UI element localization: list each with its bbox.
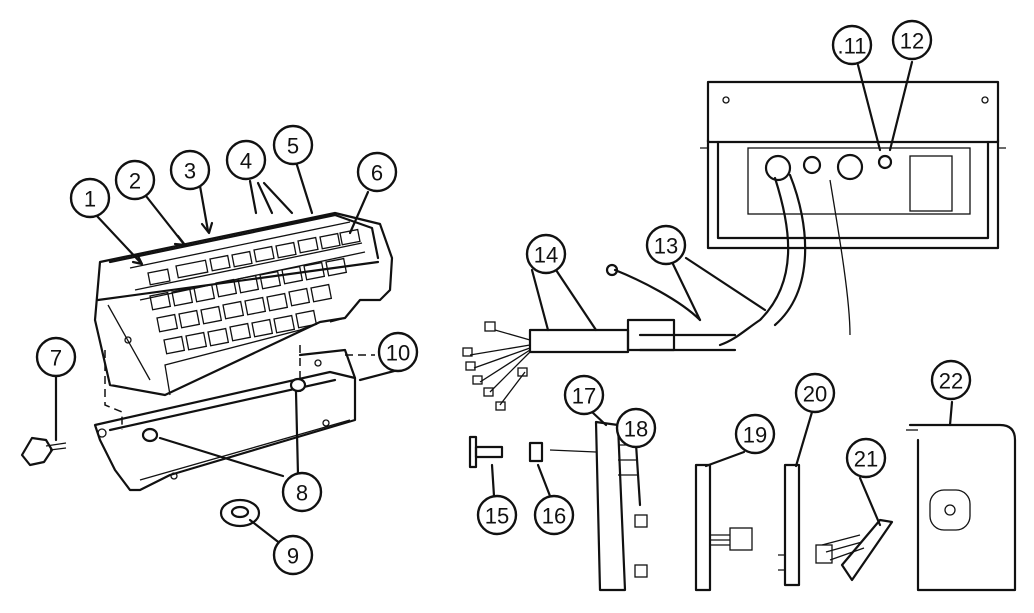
callout-label: 15 xyxy=(485,504,509,529)
callout-circle xyxy=(930,359,972,401)
callout-circle xyxy=(645,224,687,266)
callout-label: 5 xyxy=(287,134,299,159)
callout-circle xyxy=(225,139,267,181)
callout-label: 6 xyxy=(371,161,383,186)
callout-label: 7 xyxy=(50,346,62,371)
callout-circle xyxy=(272,124,314,166)
callout-label: 16 xyxy=(542,504,566,529)
callout-circle xyxy=(356,151,398,193)
part-15 xyxy=(468,435,504,469)
callout-circle xyxy=(615,407,657,449)
part-22 xyxy=(906,423,1017,592)
console-keypad xyxy=(93,211,394,397)
callout-9: 9 xyxy=(272,534,314,576)
callout-1: 1 xyxy=(69,177,111,219)
callout-circle xyxy=(831,24,873,66)
part-16 xyxy=(528,441,544,463)
callout-label: 19 xyxy=(743,423,767,448)
callout-label: 9 xyxy=(287,544,299,569)
callout-22: 22 xyxy=(930,359,972,401)
callout-circle xyxy=(533,494,575,536)
screw-8 xyxy=(141,377,307,443)
callout-circle xyxy=(891,19,933,61)
callout-label: 22 xyxy=(939,369,963,394)
callout-20: 20 xyxy=(794,372,836,414)
screw-7 xyxy=(20,436,67,467)
callout-10: 10 xyxy=(377,331,419,373)
callout-14: 14 xyxy=(525,233,567,275)
harness-14 xyxy=(462,321,630,411)
callout-8: 8 xyxy=(281,471,323,513)
callout-circle xyxy=(563,374,605,416)
part-18 xyxy=(634,514,648,578)
callout-circle xyxy=(794,372,836,414)
grommet-9 xyxy=(219,498,261,528)
callout-circle xyxy=(734,413,776,455)
callout-15: 15 xyxy=(476,494,518,536)
callout-13: 13 xyxy=(645,224,687,266)
callout-circle xyxy=(69,177,111,219)
callout-21: 21 xyxy=(845,437,887,479)
callout-circle xyxy=(281,471,323,513)
part-19 xyxy=(694,463,753,592)
callout-label: 10 xyxy=(386,341,410,366)
callout-label: 4 xyxy=(240,149,252,174)
mounting-bracket xyxy=(93,348,357,492)
control-unit xyxy=(700,80,1006,250)
part-21 xyxy=(815,518,894,582)
callout-19: 19 xyxy=(734,413,776,455)
callout-circle xyxy=(845,437,887,479)
callout-label: 21 xyxy=(854,447,878,472)
callout-circle xyxy=(525,233,567,275)
callout-16: 16 xyxy=(533,494,575,536)
callout-label: 17 xyxy=(572,384,596,409)
callout-label: 12 xyxy=(900,29,924,54)
callout-7: 7 xyxy=(35,336,77,378)
callout-6: 6 xyxy=(356,151,398,193)
part-20 xyxy=(778,463,801,587)
callout-label: 8 xyxy=(296,481,308,506)
callout-circle xyxy=(377,331,419,373)
callout-label: 13 xyxy=(654,234,678,259)
alignment-lines xyxy=(104,345,375,430)
callout-2: 2 xyxy=(114,159,156,201)
callout-circle xyxy=(169,149,211,191)
callout-label: 14 xyxy=(534,243,558,268)
leader-lines xyxy=(54,60,954,550)
callout-circle xyxy=(476,494,518,536)
callout-label: .11 xyxy=(838,34,867,59)
callout-label: 18 xyxy=(624,417,648,442)
callout-17: 17 xyxy=(563,374,605,416)
callout-label: 3 xyxy=(184,159,196,184)
callout-circle xyxy=(272,534,314,576)
callout-4: 4 xyxy=(225,139,267,181)
callout-11: .11 xyxy=(831,24,873,66)
callout-3: 3 xyxy=(169,149,211,191)
callout-label: 2 xyxy=(129,169,141,194)
callout-12: 12 xyxy=(891,19,933,61)
callout-18: 18 xyxy=(615,407,657,449)
callout-circle xyxy=(35,336,77,378)
callout-5: 5 xyxy=(272,124,314,166)
callout-circle xyxy=(114,159,156,201)
callout-label: 20 xyxy=(803,382,827,407)
callout-label: 1 xyxy=(84,187,96,212)
cable-13 xyxy=(605,173,851,352)
connectors-11-12 xyxy=(764,153,893,182)
